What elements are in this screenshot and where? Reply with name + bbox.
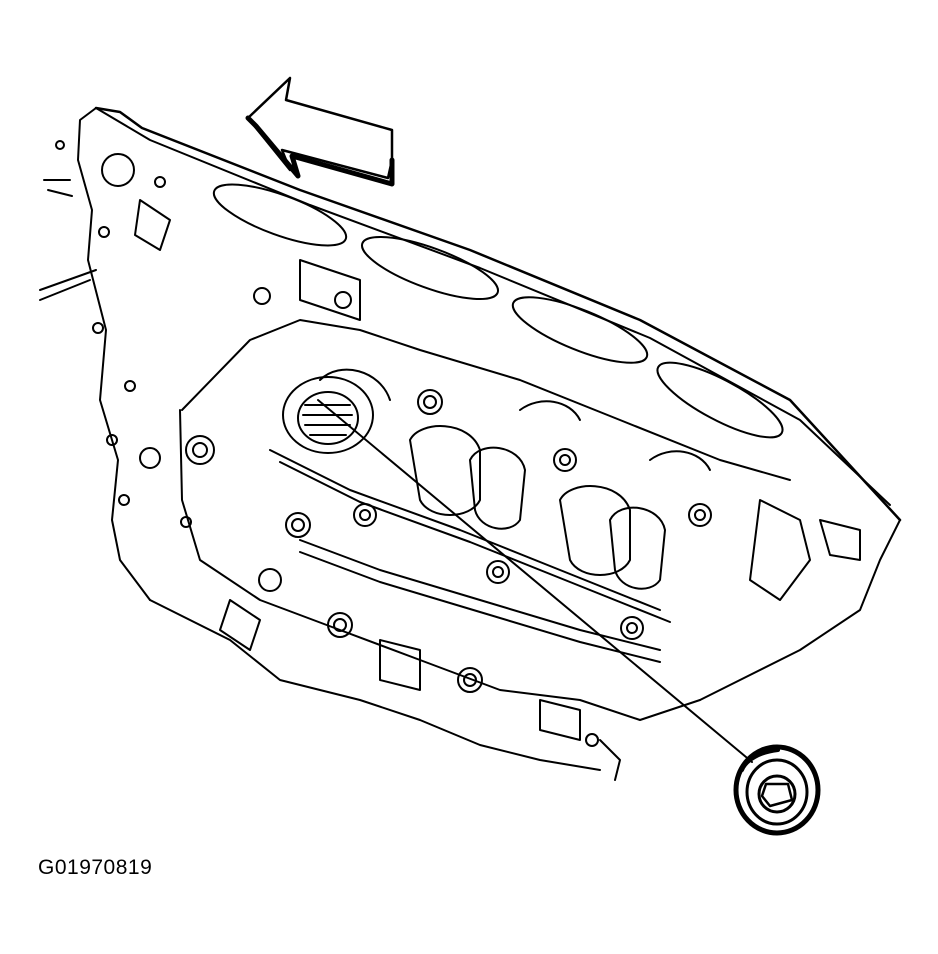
block-detail-lines: [40, 180, 860, 780]
expansion-plug-icon: [736, 747, 818, 833]
leader-line: [318, 400, 752, 762]
cylinder-bores: [207, 172, 791, 450]
bolt-holes: [56, 141, 711, 746]
engine-block: [78, 108, 900, 770]
direction-arrow-icon: [248, 78, 392, 184]
crankshaft-bore: [283, 377, 373, 453]
figure-id-label: G01970819: [38, 856, 153, 879]
main-bearing-bulkheads: [320, 370, 710, 589]
